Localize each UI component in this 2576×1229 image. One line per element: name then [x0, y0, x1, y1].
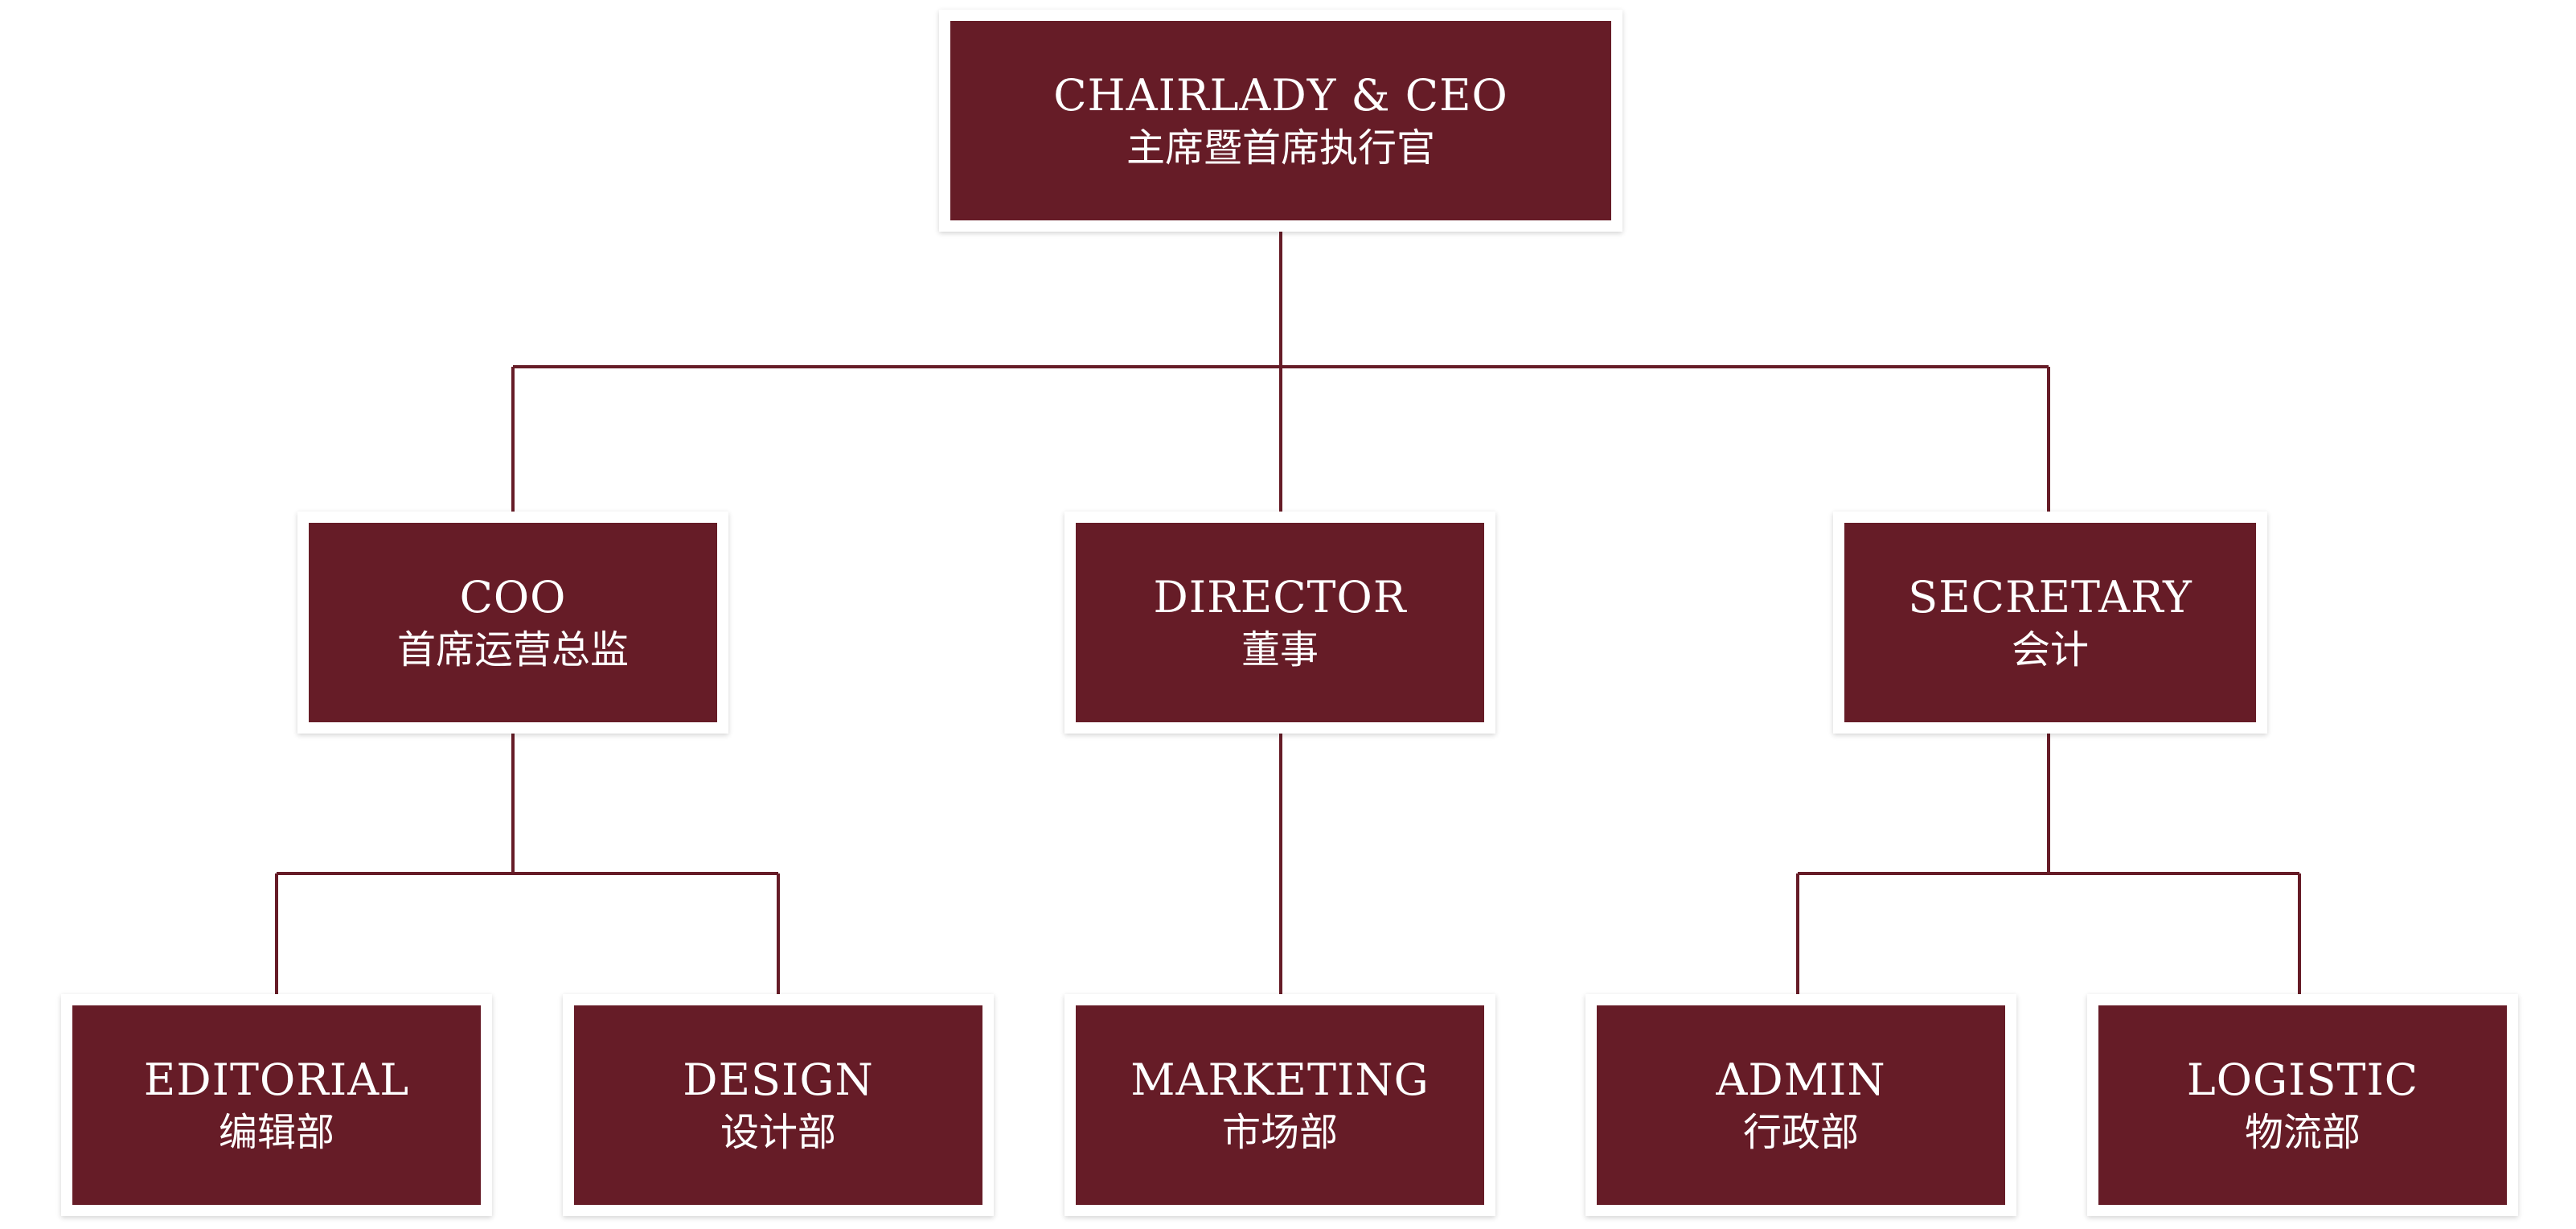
- node-logistic-title-en: LOGISTIC: [2186, 1054, 2419, 1106]
- node-editorial: EDITORIAL 编辑部: [61, 994, 492, 1216]
- node-director: DIRECTOR 董事: [1064, 512, 1495, 734]
- node-coo: COO 首席运营总监: [297, 512, 728, 734]
- node-marketing-box: MARKETING 市场部: [1076, 1005, 1484, 1205]
- node-editorial-box: EDITORIAL 编辑部: [72, 1005, 481, 1205]
- node-director-title-zh: 董事: [1241, 627, 1319, 672]
- node-design: DESIGN 设计部: [563, 994, 994, 1216]
- node-design-title-zh: 设计部: [720, 1109, 836, 1155]
- node-secretary-box: SECRETARY 会计: [1844, 523, 2256, 722]
- node-director-box: DIRECTOR 董事: [1076, 523, 1484, 722]
- node-admin: ADMIN 行政部: [1585, 994, 2016, 1216]
- node-director-title-en: DIRECTOR: [1153, 572, 1407, 623]
- node-marketing-title-en: MARKETING: [1130, 1054, 1430, 1106]
- node-secretary-title-en: SECRETARY: [1908, 572, 2192, 623]
- node-secretary-title-zh: 会计: [2011, 627, 2089, 672]
- node-secretary: SECRETARY 会计: [1833, 512, 2267, 734]
- node-marketing-title-zh: 市场部: [1221, 1109, 1338, 1155]
- node-admin-box: ADMIN 行政部: [1597, 1005, 2005, 1205]
- node-design-box: DESIGN 设计部: [574, 1005, 982, 1205]
- node-design-title-en: DESIGN: [683, 1054, 874, 1106]
- node-editorial-title-zh: 编辑部: [218, 1109, 334, 1155]
- node-ceo-box: CHAIRLADY & CEO 主席暨首席执行官: [950, 21, 1611, 220]
- node-logistic-box: LOGISTIC 物流部: [2098, 1005, 2507, 1205]
- node-admin-title-en: ADMIN: [1716, 1054, 1886, 1106]
- node-coo-title-zh: 首席运营总监: [396, 627, 629, 672]
- node-marketing: MARKETING 市场部: [1064, 994, 1495, 1216]
- node-coo-box: COO 首席运营总监: [309, 523, 717, 722]
- node-ceo: CHAIRLADY & CEO 主席暨首席执行官: [939, 10, 1622, 232]
- node-coo-title-en: COO: [459, 572, 567, 623]
- node-logistic: LOGISTIC 物流部: [2087, 994, 2518, 1216]
- node-logistic-title-zh: 物流部: [2244, 1109, 2361, 1155]
- node-ceo-title-en: CHAIRLADY & CEO: [1053, 70, 1508, 121]
- node-editorial-title-en: EDITORIAL: [143, 1054, 410, 1106]
- node-admin-title-zh: 行政部: [1742, 1109, 1859, 1155]
- node-ceo-title-zh: 主席暨首席执行官: [1126, 125, 1435, 171]
